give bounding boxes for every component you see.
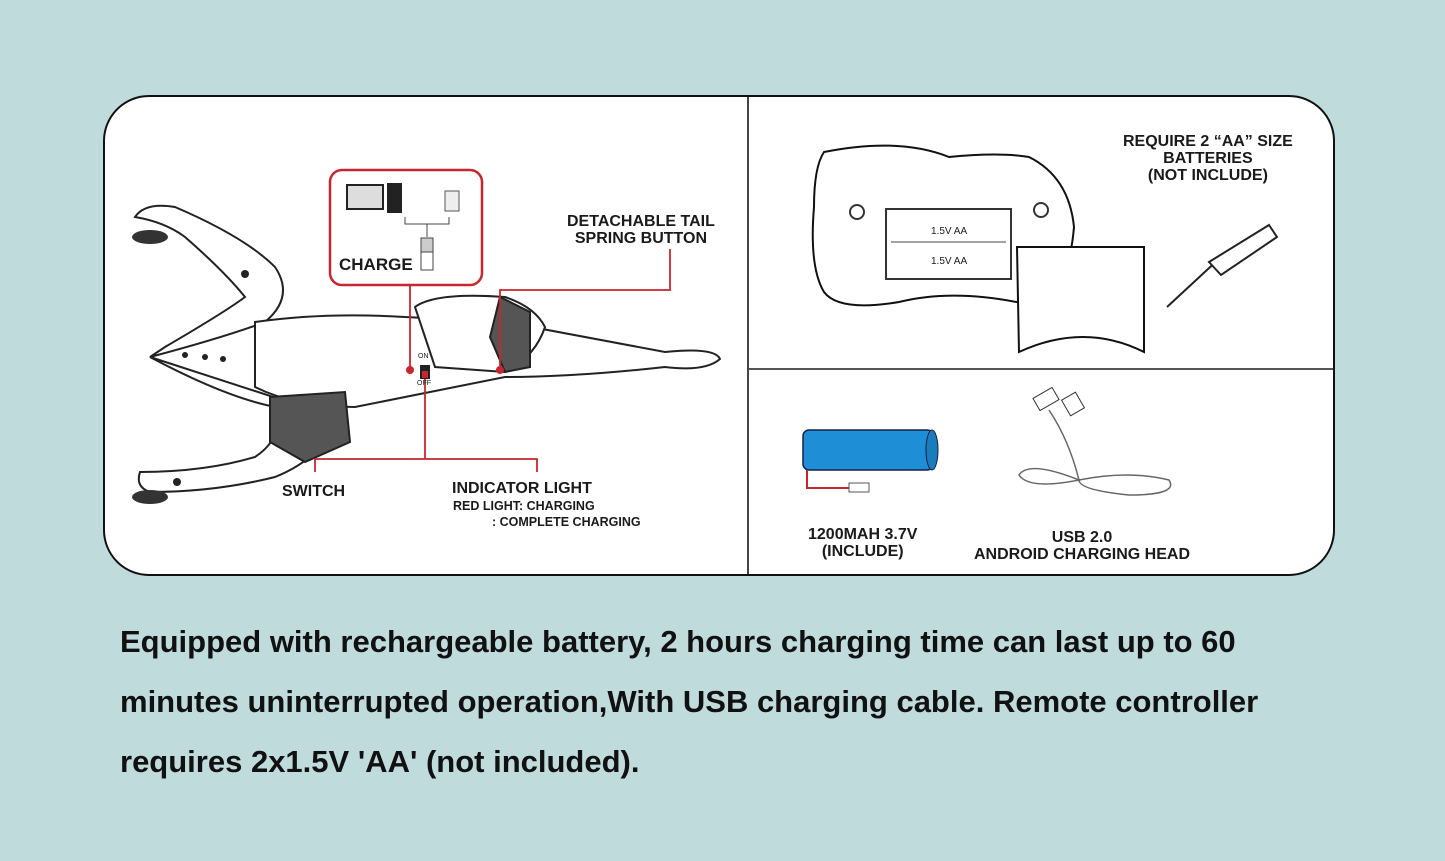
aa-battery-requirement: REQUIRE 2 “AA” SIZE BATTERIES (NOT INCLU… (1123, 133, 1293, 184)
tail-label-line1: DETACHABLE TAIL (567, 213, 715, 230)
cable-line2: ANDROID CHARGING HEAD (974, 546, 1190, 563)
switch-off-label: OFF (417, 380, 431, 387)
rechargeable-battery-label: 1200MAH 3.7V (INCLUDE) (808, 526, 917, 560)
battery-line2: (INCLUDE) (821, 543, 904, 560)
battery-req-line1: REQUIRE 2 “AA” SIZE (1123, 133, 1293, 150)
vertical-divider (747, 97, 749, 574)
cell-label-1: 1.5V AA (931, 226, 968, 237)
battery-req-line3: (NOT INCLUDE) (1147, 167, 1268, 184)
indicator-light-label: INDICATOR LIGHT (452, 480, 592, 497)
remote-controller-illustration (811, 144, 1279, 354)
product-info-panel: CHARGE ON OFF DETACHABLE TAIL SPRING BUT… (103, 95, 1335, 576)
battery-and-cable-illustration (802, 386, 1172, 496)
product-caption: Equipped with rechargeable battery, 2 ho… (120, 624, 1259, 779)
battery-line1: 1200MAH 3.7V (808, 526, 918, 543)
horizontal-divider (749, 368, 1333, 370)
tail-label-line2: SPRING BUTTON (574, 230, 707, 247)
switch-on-label: ON (418, 353, 429, 360)
cable-line1: USB 2.0 (1051, 529, 1113, 546)
usb-cable-label: USB 2.0 ANDROID CHARGING HEAD (974, 529, 1190, 563)
cell-label-2: 1.5V AA (931, 256, 968, 267)
lizard-toy-illustration (132, 168, 722, 504)
indicator-red-charging: RED LIGHT: CHARGING (453, 499, 595, 513)
battery-req-line2: BATTERIES (1163, 150, 1253, 167)
indicator-complete-charging: : COMPLETE CHARGING (492, 515, 641, 529)
tail-button-label: DETACHABLE TAIL SPRING BUTTON (567, 213, 715, 247)
charge-label: CHARGE (339, 255, 413, 274)
switch-label: SWITCH (282, 483, 346, 500)
